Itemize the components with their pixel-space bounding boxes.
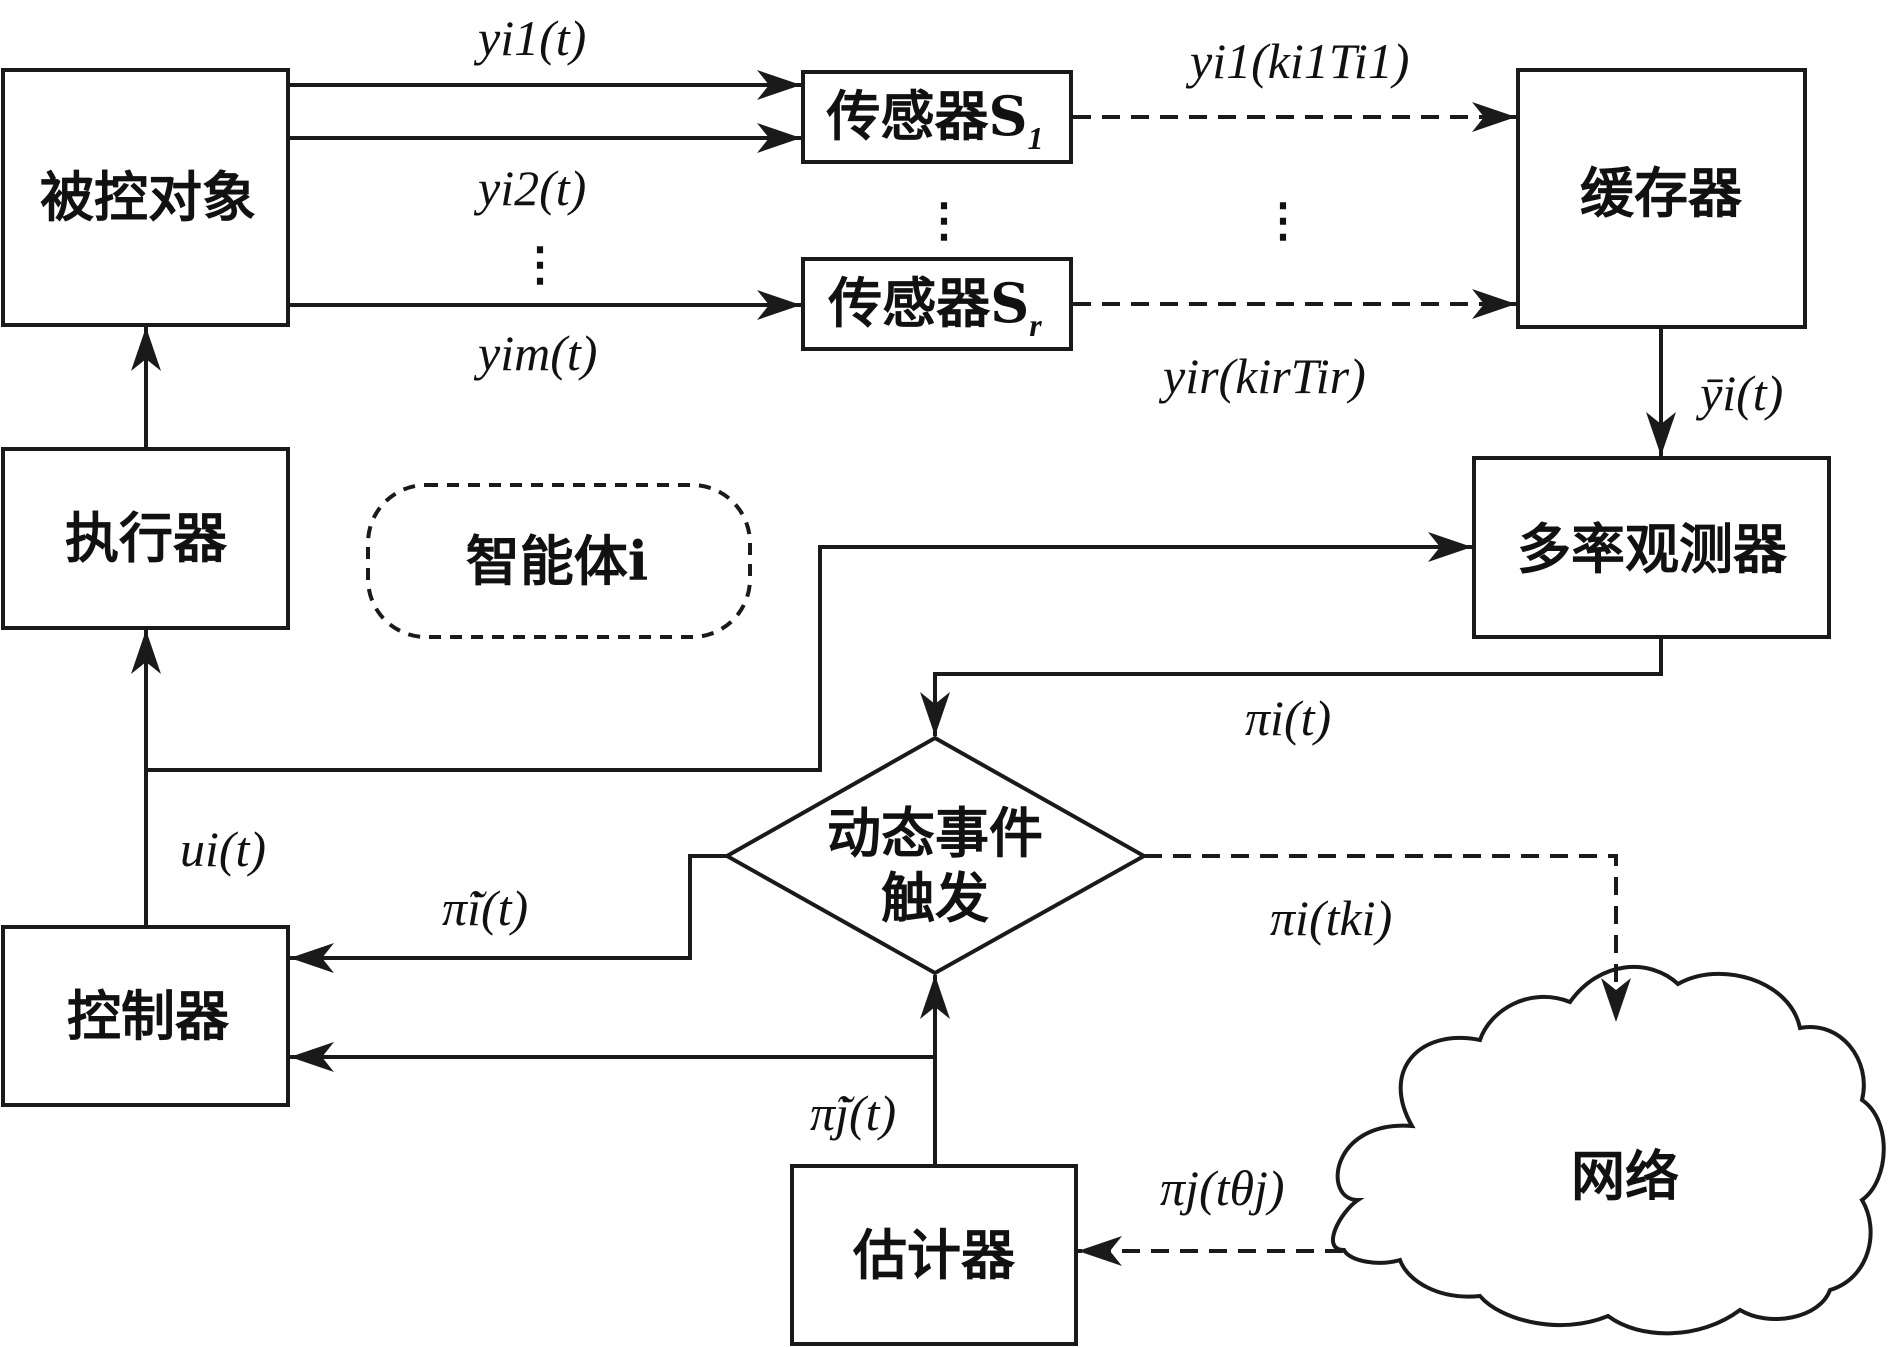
svg-text:传感器S1: 传感器S1 (826, 84, 1044, 156)
signal-y-im: yim(t) (473, 325, 597, 381)
ellipsis-samples: ⋮ (1260, 195, 1306, 246)
signal-u-t: ui(t) (180, 821, 266, 877)
signal-pi-j-theta: πj(tθj) (1160, 1160, 1285, 1216)
signal-pi-j-tilde: π̃j(t) (810, 1085, 896, 1141)
signal-y-1-sample: yi1(ki1Ti1) (1185, 33, 1409, 89)
trigger-label-line1: 动态事件 (827, 801, 1043, 865)
plant-block: 被控对象 (1, 68, 290, 327)
observer-label: 多率观测器 (1517, 517, 1788, 581)
ellipsis-sensors: ⋮ (921, 195, 967, 246)
actuator-label: 执行器 (65, 506, 228, 570)
trigger-to-network-dashed (1144, 854, 1631, 1022)
estimator-block: 估计器 (790, 1164, 1078, 1346)
sensor-1-subscript: 1 (1028, 120, 1044, 156)
control-to-observer-line (146, 532, 1472, 772)
svg-text:传感器Sr: 传感器Sr (827, 271, 1042, 343)
signal-y-i2: yi2(t) (473, 160, 586, 216)
sensor-1-label: 传感器S (826, 84, 1028, 148)
signal-y-r-sample: yir(kirTir) (1158, 348, 1366, 404)
buffer-label: 缓存器 (1580, 161, 1743, 225)
signal-pi-tk: πi(tki) (1270, 890, 1392, 946)
agent-label-box: 智能体i (366, 483, 752, 639)
signal-y-bar: ȳi(t) (1695, 365, 1783, 421)
trigger-label-line2: 触发 (881, 866, 989, 930)
sensor-r-block: 传感器Sr (801, 257, 1073, 351)
agent-label: 智能体i (466, 529, 649, 593)
signal-pi-t: πi(t) (1245, 690, 1331, 746)
sensor-r-label: 传感器S (827, 271, 1029, 335)
trigger-to-controller-line (290, 854, 727, 973)
event-trigger-diamond: 动态事件 触发 (722, 735, 1149, 976)
sensor-r-subscript: r (1029, 307, 1042, 343)
observer-block: 多率观测器 (1472, 456, 1831, 639)
controller-label: 控制器 (67, 984, 230, 1048)
controller-block: 控制器 (1, 925, 290, 1107)
network-label: 网络 (1571, 1144, 1679, 1208)
ellipsis-plant-outputs: ⋮ (517, 239, 563, 290)
network-cloud: 网络 (1331, 964, 1886, 1336)
sensor-1-block: 传感器S1 (801, 70, 1073, 164)
buffer-block: 缓存器 (1516, 68, 1807, 329)
estimator-label: 估计器 (852, 1223, 1016, 1287)
plant-label: 被控对象 (40, 165, 256, 229)
actuator-block: 执行器 (1, 447, 290, 630)
signal-y-i1: yi1(t) (473, 10, 586, 66)
observer-to-trigger-line (920, 637, 1663, 736)
signal-pi-tilde: π̃i(t) (442, 880, 528, 936)
